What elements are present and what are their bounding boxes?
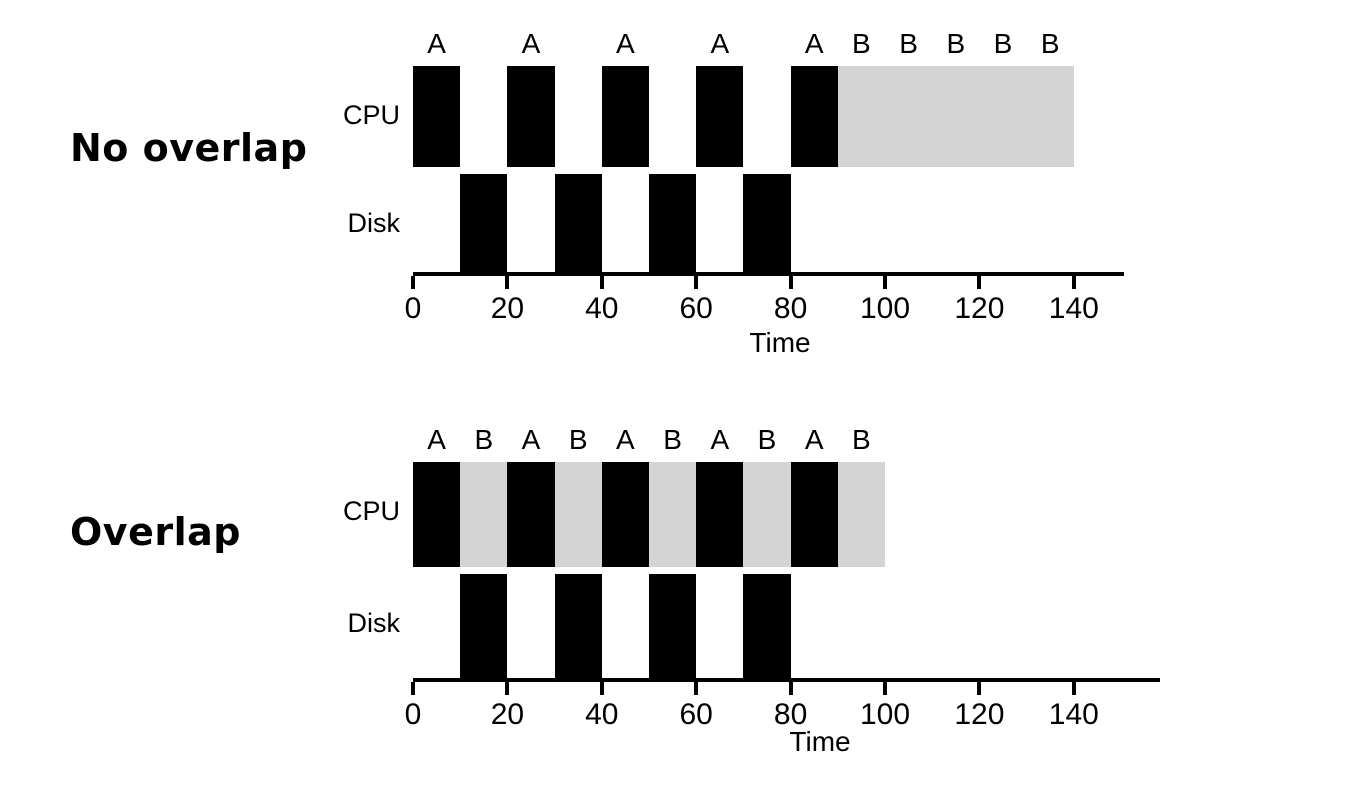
x-axis-tick	[788, 682, 793, 695]
slot-label-a: A	[521, 28, 541, 59]
slot-label-a: A	[427, 28, 446, 59]
caption-overlap: Overlap	[70, 510, 241, 554]
bar-disk-busy	[554, 574, 602, 678]
bar-cpu-idle	[837, 462, 885, 567]
x-axis-tick	[694, 276, 699, 289]
x-axis-tick-label: 60	[679, 292, 713, 325]
x-axis-tick-label: 140	[1048, 292, 1099, 325]
slot-label-a: A	[710, 424, 730, 455]
x-axis-tick-label: 120	[954, 698, 1005, 731]
x-axis-tick-label: 140	[1048, 698, 1099, 731]
slot-label-b: B	[568, 424, 588, 455]
slot-label-a: A	[616, 28, 635, 59]
row-label-disk-overlap: Disk	[347, 608, 401, 638]
bar-cpu-idle	[460, 462, 508, 567]
slot-label-b: B	[852, 28, 871, 59]
x-axis-tick-label: 40	[585, 292, 619, 325]
bar-cpu-busy	[413, 66, 461, 167]
x-axis-tick	[505, 682, 510, 695]
slot-label-a: A	[521, 424, 541, 455]
bar-cpu-idle	[932, 66, 980, 167]
bar-cpu-idle	[885, 66, 933, 167]
slot-label-a: A	[616, 424, 635, 455]
slot-label-a: A	[804, 28, 824, 59]
bar-cpu-idle	[979, 66, 1027, 167]
bar-cpu-busy	[507, 66, 555, 167]
bar-cpu-busy	[507, 462, 555, 567]
bar-disk-busy	[460, 574, 508, 678]
row-label-disk-no-overlap: Disk	[347, 208, 401, 238]
x-axis-tick	[977, 276, 982, 289]
x-axis-tick-label: 80	[773, 698, 808, 731]
x-axis-tick	[599, 276, 604, 289]
slot-label-b: B	[852, 424, 871, 455]
bar-cpu-idle	[554, 462, 602, 567]
x-axis-tick-label: 100	[859, 698, 911, 731]
x-axis-tick-label: 20	[490, 292, 525, 325]
slot-label-a: A	[710, 28, 730, 59]
slot-label-b: B	[899, 28, 918, 59]
bar-cpu-idle	[837, 66, 885, 167]
bar-disk-busy	[554, 174, 602, 272]
x-axis-tick	[1071, 276, 1076, 289]
x-axis-tick	[1071, 682, 1076, 695]
x-axis-tick	[599, 682, 604, 695]
slot-label-a: A	[804, 424, 824, 455]
slot-label-b: B	[663, 424, 682, 455]
x-axis-tick	[977, 682, 982, 695]
x-axis-tick-label: 100	[859, 292, 911, 325]
axis-title-overlap: Time	[789, 726, 851, 757]
x-axis-line	[413, 272, 1124, 276]
x-axis-tick	[694, 682, 699, 695]
slot-label-b: B	[946, 28, 966, 59]
slot-label-b: B	[757, 424, 777, 455]
slot-label-b: B	[474, 424, 494, 455]
bar-cpu-idle	[1026, 66, 1074, 167]
x-axis-tick	[411, 276, 415, 289]
bar-cpu-idle	[649, 462, 697, 567]
slot-label-b: B	[1040, 28, 1060, 59]
bar-cpu-busy	[696, 66, 744, 167]
bar-cpu-busy	[413, 462, 461, 567]
x-axis-tick-label: 20	[490, 698, 525, 731]
bar-cpu-busy	[696, 462, 744, 567]
x-axis-tick-label: 0	[404, 698, 422, 731]
bar-cpu-busy	[790, 462, 838, 567]
slot-label-b: B	[993, 28, 1013, 59]
bar-cpu-busy	[790, 66, 838, 167]
x-axis-tick-label: 80	[773, 292, 808, 325]
x-axis-tick-label: 40	[585, 698, 619, 731]
x-axis-tick	[883, 682, 887, 695]
row-label-cpu-overlap: CPU	[342, 496, 400, 526]
axis-title-no-overlap: Time	[749, 327, 811, 358]
x-axis-tick	[883, 276, 887, 289]
x-axis-tick	[505, 276, 510, 289]
x-axis-tick-label: 60	[679, 698, 713, 731]
row-label-cpu-no-overlap: CPU	[342, 100, 400, 130]
bar-cpu-busy	[601, 66, 649, 167]
bar-disk-busy	[743, 574, 791, 678]
x-axis-tick-label: 120	[954, 292, 1005, 325]
slot-label-a: A	[427, 424, 446, 455]
caption-no-overlap: No overlap	[70, 126, 308, 170]
bar-disk-busy	[649, 574, 697, 678]
bar-disk-busy	[743, 174, 791, 272]
bar-disk-busy	[460, 174, 508, 272]
x-axis-tick	[788, 276, 793, 289]
bar-disk-busy	[649, 174, 697, 272]
x-axis-line	[413, 678, 1160, 682]
x-axis-tick	[411, 682, 415, 695]
bar-cpu-idle	[743, 462, 791, 567]
x-axis-tick-label: 0	[404, 292, 422, 325]
bar-cpu-busy	[601, 462, 649, 567]
